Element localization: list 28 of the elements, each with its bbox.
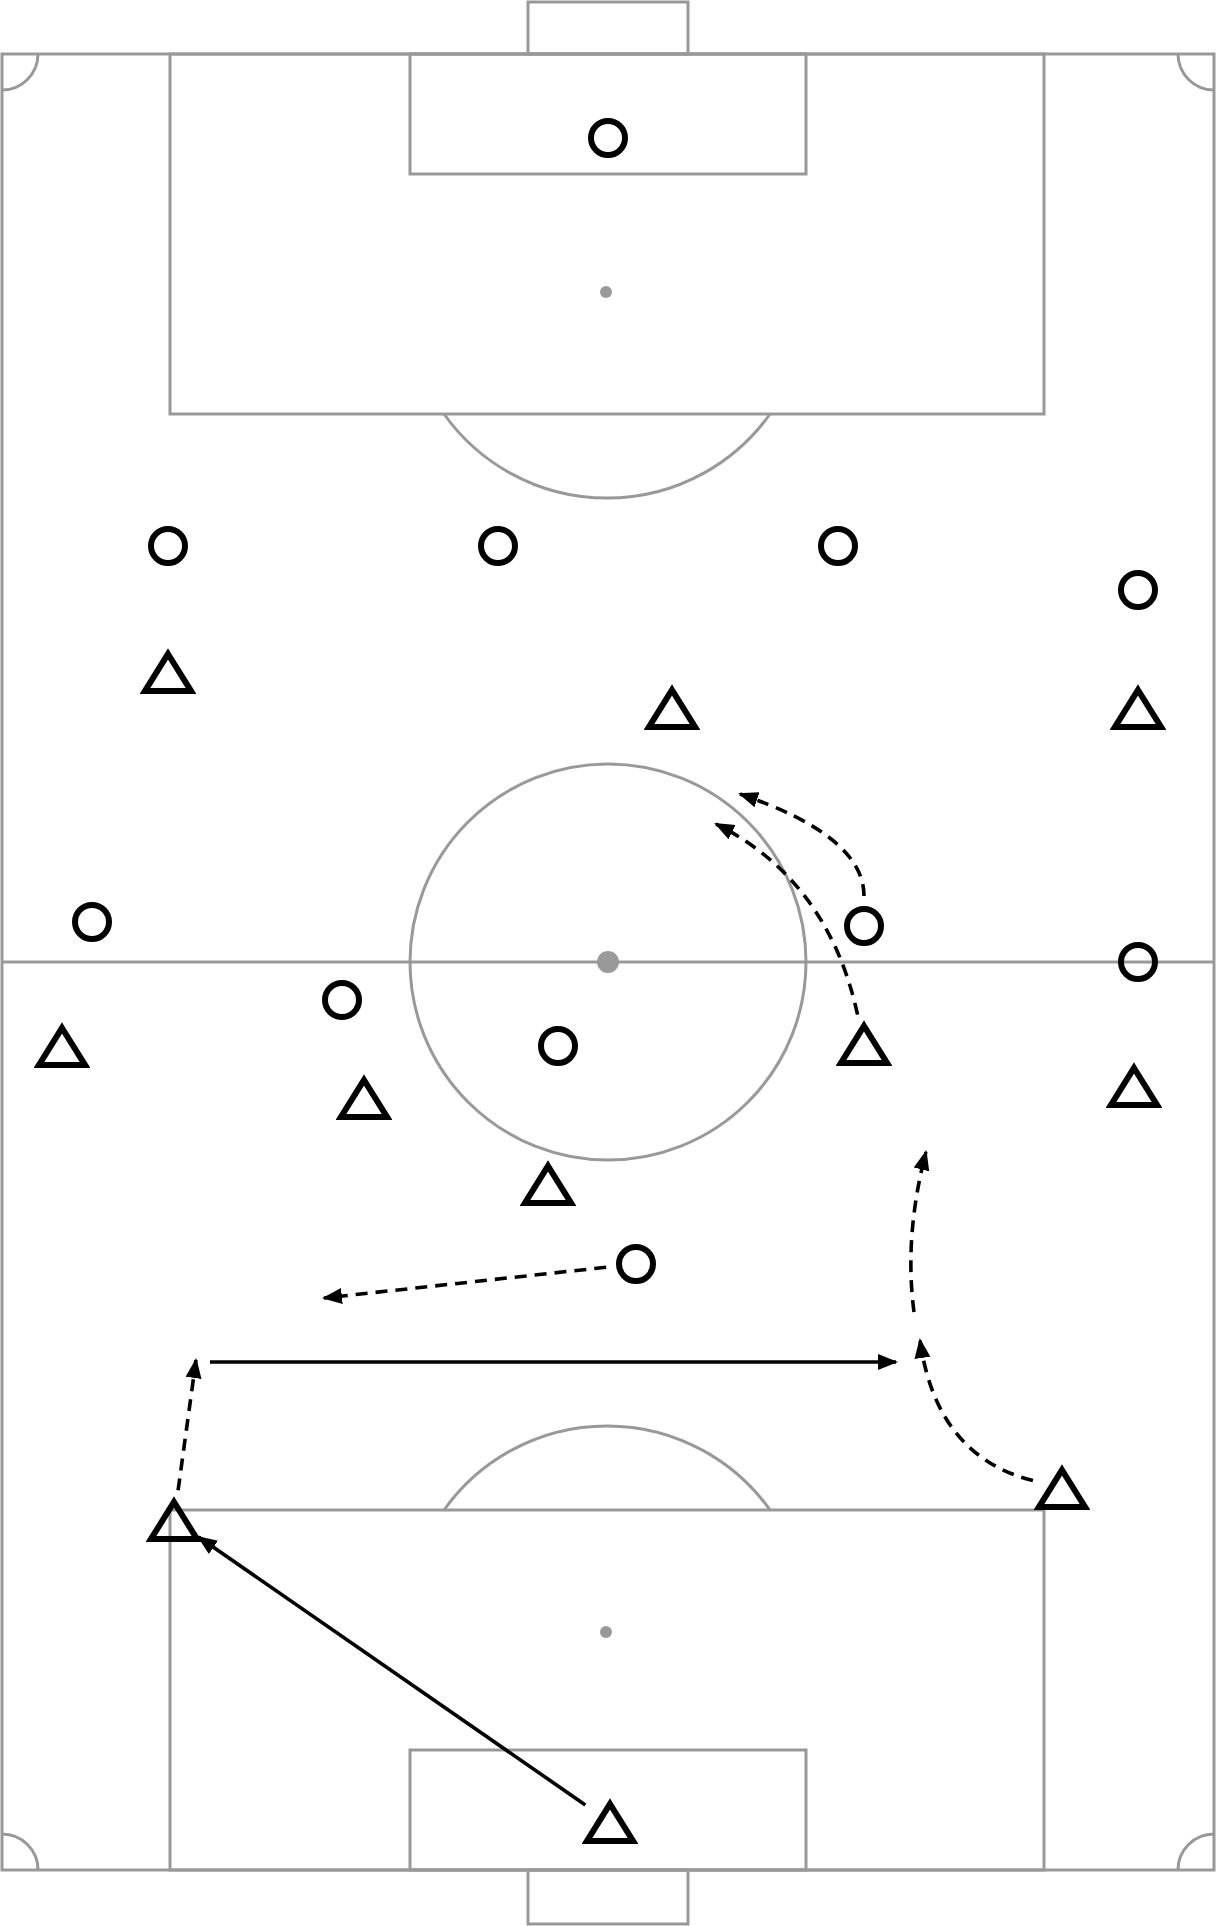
player-triangle	[582, 1798, 638, 1846]
pass-arrow	[197, 1535, 587, 1807]
player-circle	[1116, 568, 1160, 612]
player-triangle	[34, 1022, 90, 1070]
player-triangle	[140, 648, 196, 696]
player-triangle	[836, 1020, 892, 1068]
player-triangle	[520, 1160, 576, 1208]
run-arrow	[176, 1358, 202, 1491]
player-circle	[320, 978, 364, 1022]
player-triangle	[644, 684, 700, 732]
player-triangle	[1106, 1062, 1162, 1110]
player-triangle	[1034, 1464, 1090, 1512]
player-circle	[146, 524, 190, 568]
player-circle	[816, 524, 860, 568]
player-circle	[1116, 940, 1160, 984]
player-triangle	[146, 1496, 202, 1544]
player-circle	[586, 116, 630, 160]
player-triangle	[1110, 684, 1166, 732]
player-circle	[842, 904, 886, 948]
run-arrow	[714, 822, 860, 1016]
run-arrow	[915, 1338, 1034, 1483]
player-circle	[476, 524, 520, 568]
player-circle	[536, 1024, 580, 1068]
player-circle	[70, 900, 114, 944]
player-circle	[614, 1242, 658, 1286]
run-arrow	[322, 1265, 607, 1304]
player-triangle	[336, 1074, 392, 1122]
run-arrow	[738, 792, 866, 897]
